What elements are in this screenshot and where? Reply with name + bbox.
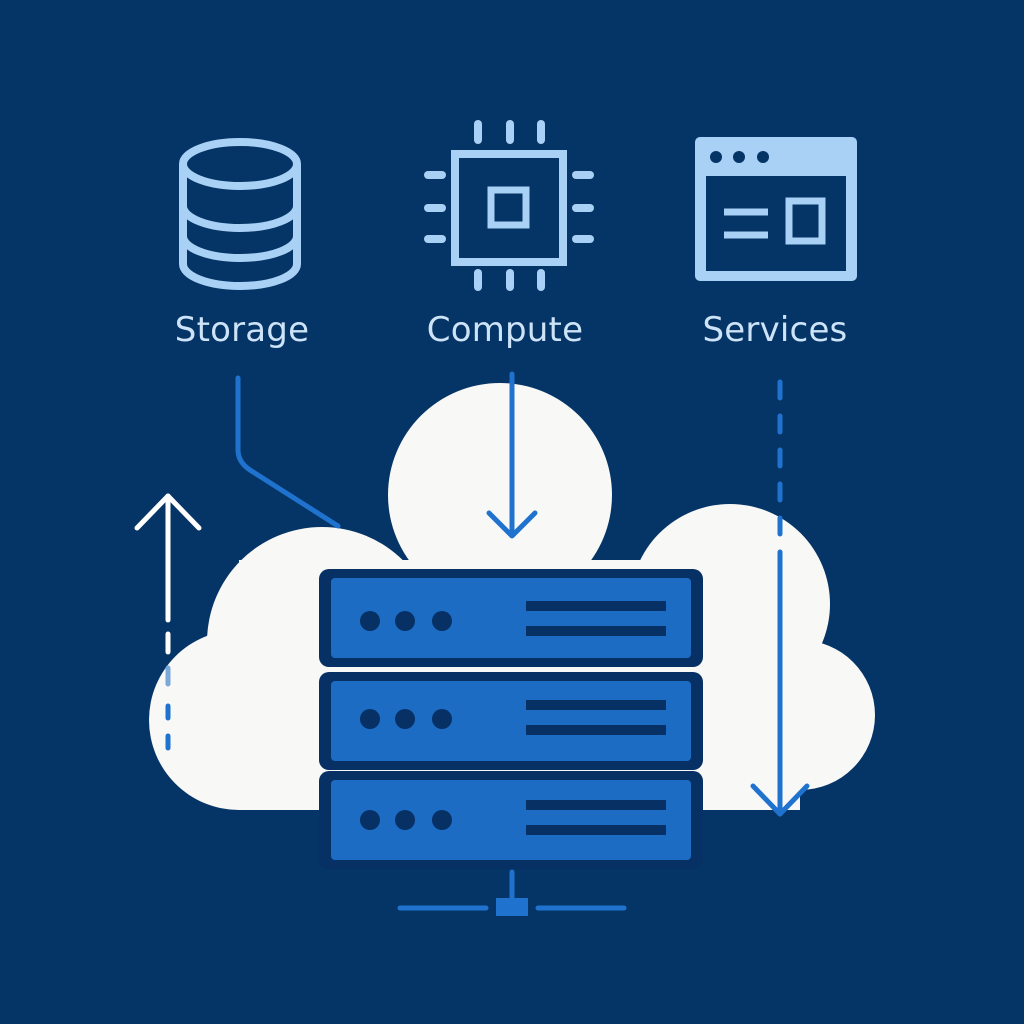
storage-label: Storage — [174, 310, 310, 350]
browser-window-icon — [695, 137, 857, 281]
network-connector-icon — [397, 869, 627, 916]
server-unit — [319, 771, 703, 869]
compute-down-arrow — [486, 371, 538, 539]
server-unit — [319, 672, 703, 770]
services-down-arrow — [750, 379, 810, 817]
server-rack-icon — [319, 569, 703, 869]
compute-label: Compute — [426, 310, 584, 350]
storage-connector-line — [235, 375, 341, 529]
upward-arrow — [134, 493, 202, 751]
server-unit — [319, 569, 703, 667]
services-label: Services — [702, 310, 848, 350]
database-icon — [179, 138, 301, 290]
cpu-chip-icon — [424, 120, 594, 291]
